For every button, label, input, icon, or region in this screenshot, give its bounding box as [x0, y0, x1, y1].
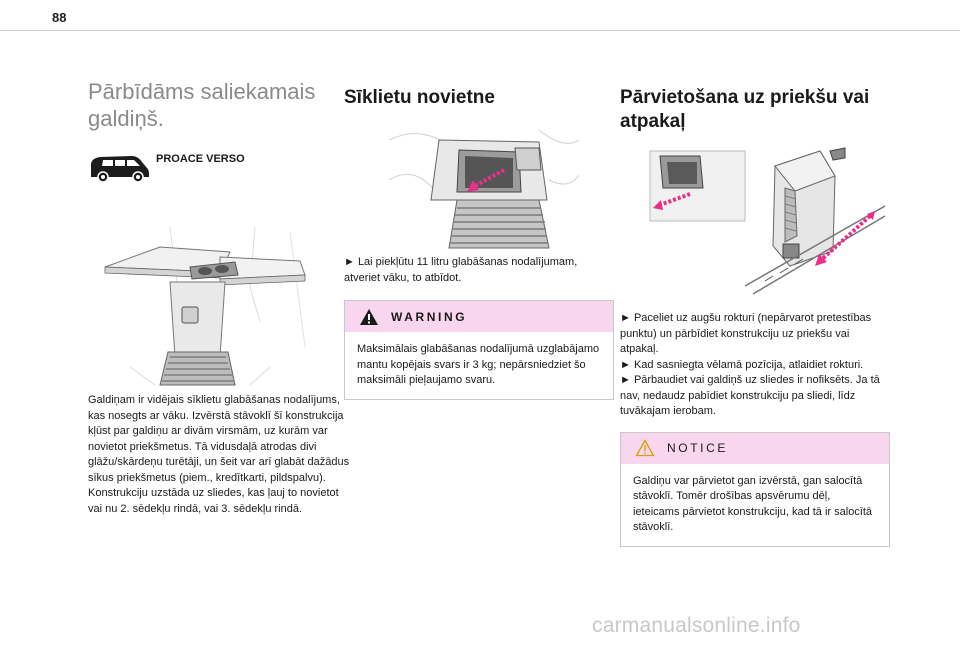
warning-triangle-icon	[360, 308, 378, 325]
column-move: Pārvietošana uz priekšu vai atpakaļ ► Pa…	[620, 86, 890, 547]
column-storage: Sīklietu novietne ► Lai piekļūtu 11 litr…	[344, 86, 614, 400]
notice-text: Galdiņu var pārvietot gan izvērstā, gan …	[633, 474, 873, 534]
notice-triangle-icon	[635, 439, 655, 457]
warning-title: WARNING	[391, 309, 468, 324]
table-illustration	[104, 226, 306, 386]
section-title-storage: Sīklietu novietne	[344, 87, 495, 108]
figure-folding-table	[100, 226, 330, 387]
folding-table-paragraph-1: Galdiņam ir vidējais sīklietu glabāšanas…	[88, 394, 350, 484]
van-icon	[91, 156, 149, 183]
figure-move	[645, 146, 886, 296]
move-illustration	[649, 147, 886, 295]
storage-step: ► Lai piekļūtu 11 litru glabāšanas nodal…	[344, 256, 578, 284]
notice-header: NOTICE	[621, 432, 889, 464]
folding-table-paragraph-2: Konstrukciju uzstāda uz sliedes, kas ļau…	[88, 487, 339, 515]
move-step-3: ► Pārbaudiet vai galdiņš uz sliedes ir n…	[620, 374, 880, 417]
warning-text: Maksimālais glabāšanas nodalījumā uzglab…	[357, 343, 600, 386]
section-title-move: Pārvietošana uz priekšu vai atpakaļ	[620, 87, 870, 132]
move-step-2: ► Kad sasniegta vēlamā pozīcija, atlaidi…	[620, 358, 864, 371]
figure-storage	[388, 120, 580, 250]
warning-header: WARNING	[345, 301, 613, 332]
page-number: 88	[52, 10, 67, 25]
section-title-folding-table: Pārbīdāms saliekamais galdiņš.	[88, 79, 316, 131]
header-rule	[0, 30, 960, 31]
watermark: carmanualsonline.info	[592, 614, 801, 637]
move-step-1: ► Paceliet uz augšu rokturi (nepārvarot …	[620, 312, 872, 355]
notice-box: NOTICE Galdiņu var pārvietot gan izvērst…	[620, 431, 890, 547]
storage-illustration	[388, 129, 580, 249]
notice-title: NOTICE	[667, 441, 728, 455]
model-label: PROACE VERSO	[156, 153, 245, 165]
column-folding-table: Pārbīdāms saliekamais galdiņš. PROACE VE…	[88, 78, 349, 517]
model-row: PROACE VERSO	[88, 152, 343, 192]
warning-box: WARNING Maksimālais glabāšanas nodalījum…	[344, 300, 614, 400]
